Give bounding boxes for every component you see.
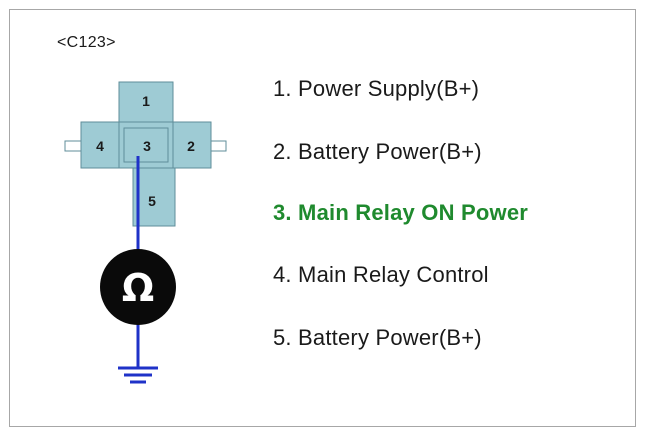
pin-3-box: [123, 127, 169, 163]
legend-item-1: 1. Power Supply(B+): [273, 76, 480, 101]
legend-item-4: 4. Main Relay Control: [273, 262, 489, 287]
ground-icon: [118, 366, 158, 384]
legend-item-2: 2. Battery Power(B+): [273, 139, 482, 164]
pin-1-label: 1: [142, 93, 150, 109]
ohm-symbol: Ω: [122, 266, 154, 310]
pin-4-box: [80, 121, 122, 169]
diagram-frame: [9, 9, 636, 427]
legend-item-5: 5. Battery Power(B+): [273, 325, 482, 350]
ohmmeter-icon: [100, 249, 176, 325]
right-tab: [208, 140, 227, 152]
pin-4-label: 4: [96, 138, 104, 154]
pin-2-box: [170, 121, 212, 169]
connector-pins: 1 4 3 2 5: [64, 81, 227, 227]
pin-5-label: 5: [148, 193, 156, 209]
left-tab: [64, 140, 83, 152]
connector-label: <C123>: [57, 34, 116, 51]
pin-3-label: 3: [143, 138, 151, 154]
pin-2-label: 2: [187, 138, 195, 154]
legend-item-3: 3. Main Relay ON Power: [273, 200, 529, 225]
